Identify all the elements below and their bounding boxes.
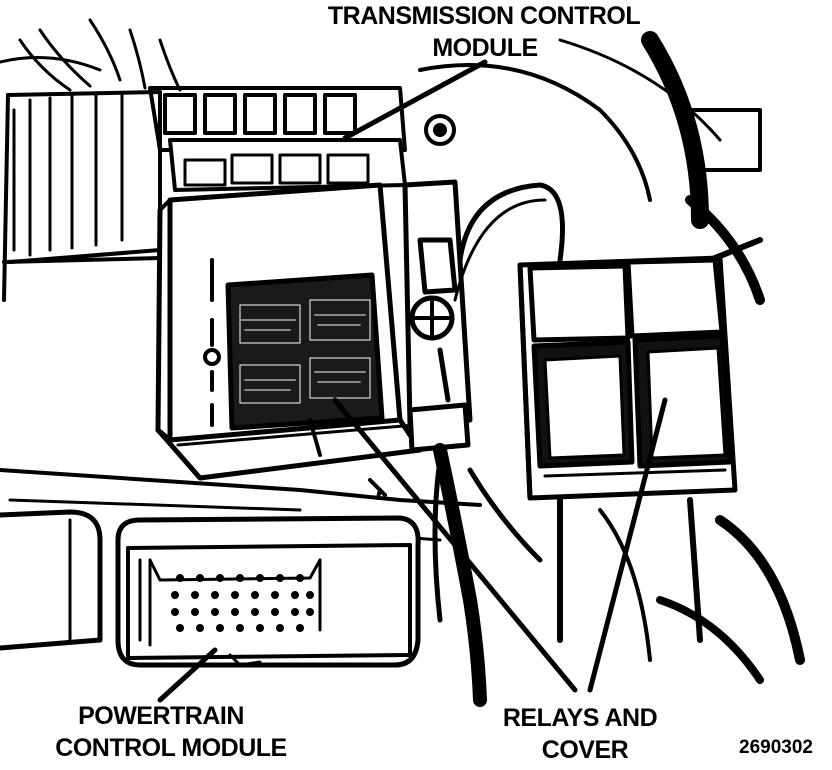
relay-window (225, 272, 385, 431)
leader-relays-1 (332, 397, 578, 693)
relay-block (517, 255, 738, 501)
tcm-label-line1: TRANSMISSION CONTROL (327, 2, 641, 30)
center-bracket (402, 179, 473, 453)
leader-tcm (342, 59, 488, 141)
hose (453, 182, 565, 302)
leader-relays-2 (587, 397, 668, 693)
left-housing (2, 90, 162, 302)
powertrain-control-module (115, 515, 421, 668)
tcm-label-line2: MODULE (432, 34, 538, 62)
relays-label-line2: COVER (541, 736, 629, 764)
figure-id: 2690302 (739, 737, 813, 758)
pcm-label-line2: CONTROL MODULE (55, 734, 287, 762)
leader-pcm (157, 647, 218, 703)
top-left-wires (0, 18, 182, 92)
pcm-label-line1: POWERTRAIN (78, 702, 244, 730)
left-lower-block (0, 509, 103, 651)
leader-lines (157, 59, 668, 703)
tcm-top-strip (148, 86, 407, 152)
leader-relays-3 (308, 418, 322, 457)
upper-right-hardware (418, 38, 762, 202)
relays-label-line1: RELAYS AND (502, 704, 658, 732)
lower-harness (432, 443, 805, 707)
